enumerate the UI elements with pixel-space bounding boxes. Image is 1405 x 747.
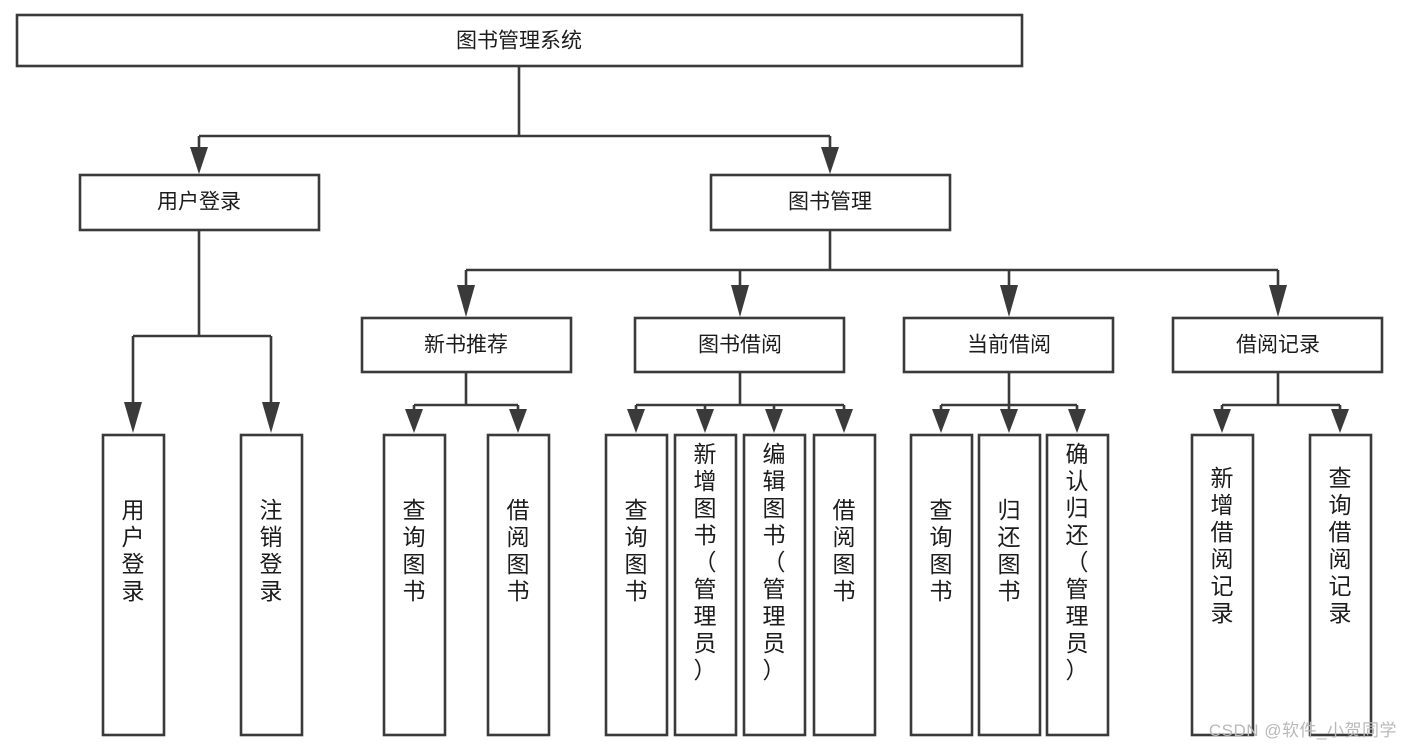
node-book-borrow-box [633,316,846,374]
leaf-node: 查询图书 [604,433,669,737]
arrow-leaf-nbr-2 [509,409,527,433]
arrow-leaf-bb-1 [627,409,645,433]
leaf-box [977,433,1042,737]
leaf-label: 注销登录 [260,497,283,604]
leaf-box [909,433,974,737]
leaf-box [604,433,669,737]
arrow-leaf-bb-2 [696,409,714,433]
node-book-manage-box [709,173,952,232]
node-new-book-recommend-box [360,316,573,374]
leaf-label: 借阅图书 [833,497,856,604]
node-user-login: 用户登录 [78,173,321,232]
leaf-label: 新增图书（管理员） [694,441,717,683]
arrow-level3-2 [731,285,749,317]
node-borrow-record-box [1171,316,1384,374]
node-book-borrow: 图书借阅 [633,316,846,374]
leaf-node: 用户登录 [101,433,166,737]
node-book-manage: 图书管理 [709,173,952,232]
leaf-node: 确认归还（管理员） [1045,433,1110,737]
leaf-label: 查询图书 [930,497,953,604]
arrow-leaf-cb-3 [1068,409,1086,433]
node-user-login-label: 用户登录 [157,191,241,214]
leaf-box [742,433,807,737]
node-current-borrow-box [902,316,1115,374]
leaf-node: 注销登录 [239,433,304,737]
arrow-leaf-ul-1 [124,402,142,433]
leaf-node: 查询借阅记录 [1308,433,1373,737]
leaf-label: 查询图书 [403,497,426,604]
leaf-box [239,433,304,737]
leaf-label: 借阅图书 [507,497,530,604]
arrow-leaf-cb-2 [1000,409,1018,433]
node-new-book-recommend-label: 新书推荐 [424,334,508,357]
node-book-borrow-label: 图书借阅 [698,334,782,357]
leaf-box [1308,433,1373,737]
node-current-borrow: 当前借阅 [902,316,1115,374]
leaf-node: 归还图书 [977,433,1042,737]
arrow-leaf-br-1 [1213,409,1231,433]
leaf-node: 新增图书（管理员） [673,433,738,737]
leaf-box [1190,433,1255,737]
arrow-leaf-bb-3 [765,409,783,433]
leaf-label: 归还图书 [998,497,1021,604]
arrow-level3-3 [1000,285,1018,317]
leaf-box [382,433,447,737]
node-new-book-recommend: 新书推荐 [360,316,573,374]
leaf-label: 用户登录 [122,497,145,604]
leaf-node: 查询图书 [382,433,447,737]
arrow-leaf-bb-4 [835,409,853,433]
leaf-node: 借阅图书 [812,433,877,737]
leaf-box [486,433,551,737]
node-root-label: 图书管理系统 [456,30,582,53]
leaf-box [1045,433,1110,737]
leaf-box [673,433,738,737]
node-borrow-record-label: 借阅记录 [1236,334,1320,357]
node-root-box [15,13,1024,68]
leaf-label: 确认归还（管理员） [1066,441,1089,683]
node-borrow-record: 借阅记录 [1171,316,1384,374]
leaf-label: 查询图书 [625,497,648,604]
arrow-user-login [190,147,208,174]
node-book-manage-label: 图书管理 [788,191,872,214]
leaf-node: 借阅图书 [486,433,551,737]
leaf-label: 新增借阅记录 [1211,465,1234,626]
arrow-leaf-br-2 [1331,409,1349,433]
leaf-box [101,433,166,737]
node-current-borrow-label: 当前借阅 [967,334,1051,357]
leaf-box [812,433,877,737]
arrow-level3-1 [457,285,475,317]
arrow-leaf-cb-1 [932,409,950,433]
leaf-label: 查询借阅记录 [1329,465,1352,626]
node-root: 图书管理系统 [15,13,1024,68]
arrow-leaf-ul-2 [262,402,280,433]
arrow-leaf-nbr-1 [405,409,423,433]
arrow-book-manage [821,147,839,174]
leaf-node: 编辑图书（管理员） [742,433,807,737]
leaf-node: 新增借阅记录 [1190,433,1255,737]
leaf-label: 编辑图书（管理员） [763,441,786,683]
leaf-node: 查询图书 [909,433,974,737]
arrow-level3-4 [1269,285,1287,317]
